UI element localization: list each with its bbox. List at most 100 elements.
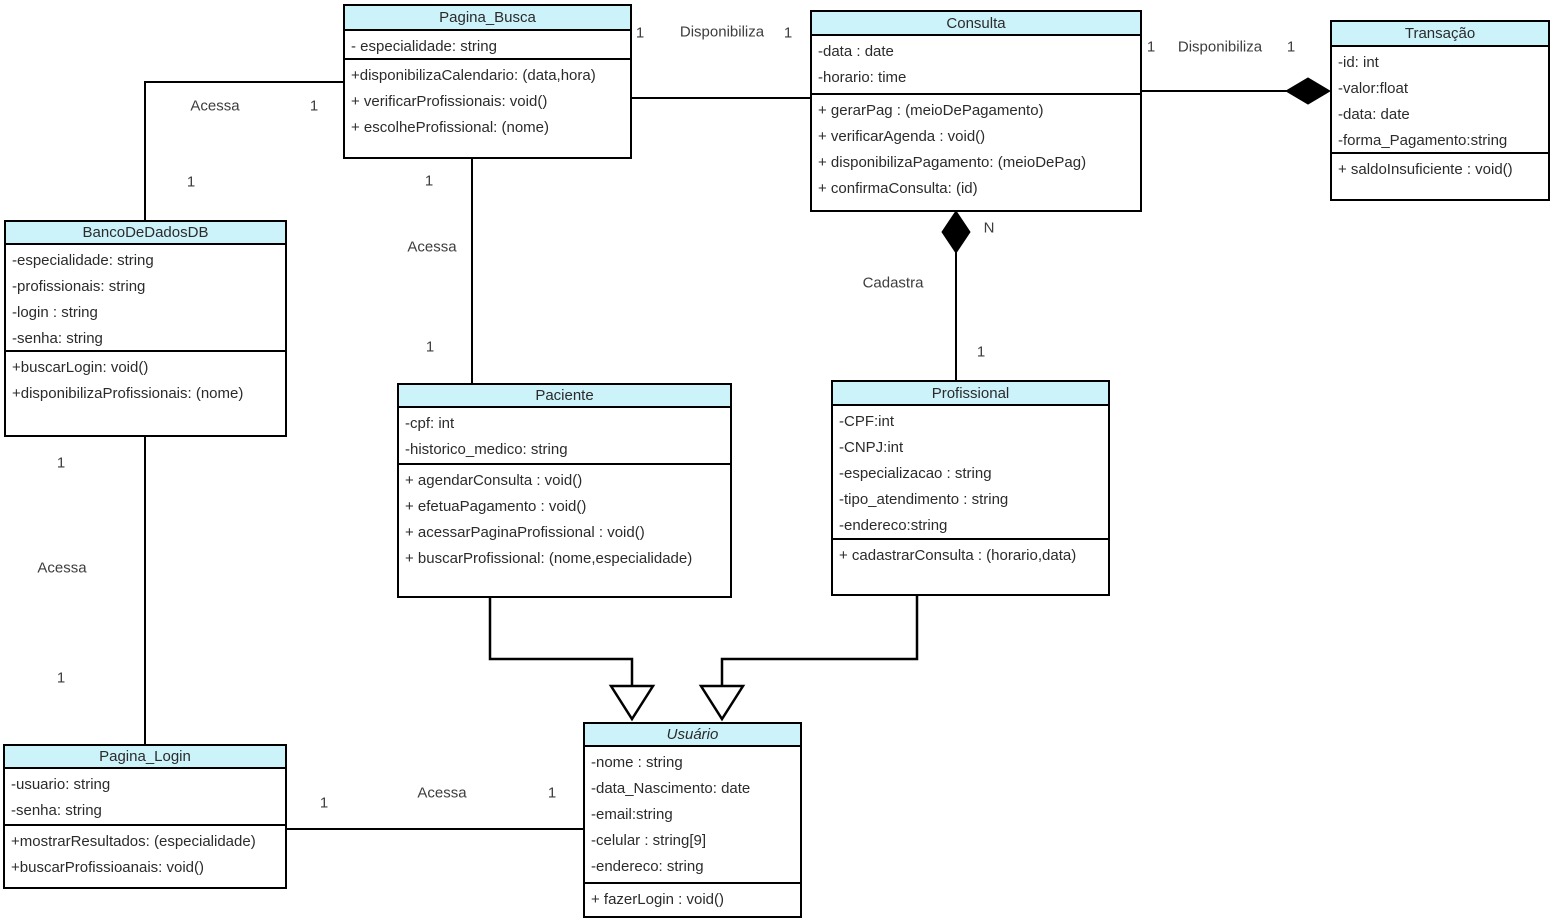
association-name-label: Acessa bbox=[190, 97, 240, 115]
attributes-compartment: -usuario: string -senha: string bbox=[5, 769, 285, 824]
class-consulta[interactable]: Consulta -data : date -horario: time + g… bbox=[810, 10, 1142, 212]
methods-compartment: +buscarLogin: void() +disponibilizaProfi… bbox=[6, 350, 285, 435]
class-attribute: -usuario: string bbox=[11, 775, 111, 793]
class-attribute: -especializacao : string bbox=[839, 464, 992, 482]
class-method: + buscarProfissional: (nome,especialidad… bbox=[405, 549, 693, 567]
class-pagina-busca[interactable]: Pagina_Busca - especialidade: string +di… bbox=[343, 4, 632, 159]
methods-compartment: + agendarConsulta : void() + efetuaPagam… bbox=[399, 463, 730, 596]
class-attribute: -CNPJ:int bbox=[839, 438, 904, 456]
attributes-compartment: -nome : string -data_Nascimento: date -e… bbox=[585, 747, 800, 882]
edge-busca-banco[interactable] bbox=[144, 81, 343, 221]
class-method: + cadastrarConsulta : (horario,data) bbox=[839, 546, 1077, 564]
multiplicity-label: 1 bbox=[635, 24, 645, 42]
class-method: + efetuaPagamento : void() bbox=[405, 497, 587, 515]
class-attribute: -cpf: int bbox=[405, 414, 455, 432]
class-method: + acessarPaginaProfissional : void() bbox=[405, 523, 645, 541]
multiplicity-label: 1 bbox=[186, 173, 196, 191]
association-name-label: Acessa bbox=[37, 559, 87, 577]
class-usuario[interactable]: Usuário -nome : string -data_Nascimento:… bbox=[583, 722, 802, 918]
class-attribute: -celular : string[9] bbox=[591, 831, 707, 849]
class-method: + agendarConsulta : void() bbox=[405, 471, 583, 489]
attributes-compartment: -CPF:int -CNPJ:int -especializacao : str… bbox=[833, 406, 1108, 538]
composition-diamond-icon bbox=[1285, 77, 1331, 105]
class-title: Profissional bbox=[833, 382, 1108, 406]
methods-compartment: +disponibilizaCalendario: (data,hora) + … bbox=[345, 58, 630, 157]
class-method: +mostrarResultados: (especialidade) bbox=[11, 832, 256, 850]
methods-compartment: + gerarPag : (meioDePagamento) + verific… bbox=[812, 93, 1140, 210]
class-method: +disponibilizaCalendario: (data,hora) bbox=[351, 66, 596, 84]
class-method: + disponibilizaPagamento: (meioDePag) bbox=[818, 153, 1087, 171]
methods-compartment: + fazerLogin : void() bbox=[585, 882, 800, 916]
class-method: + verificarProfissionais: void() bbox=[351, 92, 548, 110]
multiplicity-label: 1 bbox=[976, 343, 986, 361]
multiplicity-label: 1 bbox=[783, 24, 793, 42]
multiplicity-label: 1 bbox=[56, 454, 66, 472]
class-attribute: -data : date bbox=[818, 42, 894, 60]
class-attribute: -historico_medico: string bbox=[405, 440, 568, 458]
attributes-compartment: -especialidade: string -profissionais: s… bbox=[6, 245, 285, 350]
class-attribute: -email:string bbox=[591, 805, 673, 823]
methods-compartment: + saldoInsuficiente : void() bbox=[1332, 152, 1548, 199]
inheritance-triangle-icon bbox=[698, 684, 746, 722]
class-profissional[interactable]: Profissional -CPF:int -CNPJ:int -especia… bbox=[831, 380, 1110, 596]
association-name-label: Disponibiliza bbox=[1177, 38, 1263, 56]
class-attribute: -login : string bbox=[12, 303, 98, 321]
multiplicity-label: 1 bbox=[309, 97, 319, 115]
association-name-label: Cadastra bbox=[862, 274, 924, 292]
multiplicity-label: 1 bbox=[56, 669, 66, 687]
class-attribute: -id: int bbox=[1338, 53, 1379, 71]
class-title: Consulta bbox=[812, 12, 1140, 36]
class-attribute: -forma_Pagamento:string bbox=[1338, 131, 1508, 149]
class-title: Pagina_Busca bbox=[345, 6, 630, 31]
class-attribute: -data_Nascimento: date bbox=[591, 779, 751, 797]
class-attribute: -especialidade: string bbox=[12, 251, 154, 269]
class-title: Paciente bbox=[399, 385, 730, 408]
multiplicity-label: N bbox=[983, 219, 995, 237]
class-attribute: -endereco: string bbox=[591, 857, 704, 875]
class-title: Pagina_Login bbox=[5, 746, 285, 769]
class-method: + escolheProfissional: (nome) bbox=[351, 118, 550, 136]
multiplicity-label: 1 bbox=[547, 784, 557, 802]
multiplicity-label: 1 bbox=[319, 794, 329, 812]
association-name-label: Acessa bbox=[407, 238, 457, 256]
class-attribute: -tipo_atendimento : string bbox=[839, 490, 1009, 508]
class-attribute: -CPF:int bbox=[839, 412, 895, 430]
class-title: Transação bbox=[1332, 22, 1548, 47]
class-paciente[interactable]: Paciente -cpf: int -historico_medico: st… bbox=[397, 383, 732, 598]
association-name-label: Disponibiliza bbox=[679, 23, 765, 41]
multiplicity-label: 1 bbox=[1146, 38, 1156, 56]
multiplicity-label: 1 bbox=[425, 338, 435, 356]
class-method: +disponibilizaProfissionais: (nome) bbox=[12, 384, 244, 402]
class-attribute: - especialidade: string bbox=[351, 37, 497, 55]
class-attribute: -endereco:string bbox=[839, 516, 948, 534]
methods-compartment: +mostrarResultados: (especialidade) +bus… bbox=[5, 824, 285, 887]
attributes-compartment: - especialidade: string bbox=[345, 31, 630, 58]
edge-paciente-usuario-generalization[interactable] bbox=[488, 597, 634, 685]
class-method: + saldoInsuficiente : void() bbox=[1338, 160, 1513, 178]
class-banco-de-dados-db[interactable]: BancoDeDadosDB -especialidade: string -p… bbox=[4, 220, 287, 437]
class-attribute: -valor:float bbox=[1338, 79, 1409, 97]
methods-compartment: + cadastrarConsulta : (horario,data) bbox=[833, 538, 1108, 594]
class-title: Usuário bbox=[585, 724, 800, 747]
class-method: + verificarAgenda : void() bbox=[818, 127, 986, 145]
class-attribute: -data: date bbox=[1338, 105, 1410, 123]
class-method: + fazerLogin : void() bbox=[591, 890, 724, 908]
class-method: + confirmaConsulta: (id) bbox=[818, 179, 978, 197]
composition-diamond-icon bbox=[941, 210, 971, 254]
class-method: +buscarLogin: void() bbox=[12, 358, 149, 376]
class-method: +buscarProfissioanais: void() bbox=[11, 858, 205, 876]
multiplicity-label: 1 bbox=[424, 172, 434, 190]
edge-profissional-usuario-generalization[interactable] bbox=[720, 596, 919, 685]
attributes-compartment: -cpf: int -historico_medico: string bbox=[399, 408, 730, 463]
class-attribute: -senha: string bbox=[12, 329, 103, 347]
class-attribute: -nome : string bbox=[591, 753, 683, 771]
association-name-label: Acessa bbox=[417, 784, 467, 802]
class-title: BancoDeDadosDB bbox=[6, 222, 285, 245]
class-attribute: -horario: time bbox=[818, 68, 907, 86]
inheritance-triangle-icon bbox=[608, 684, 656, 722]
class-transacao[interactable]: Transação -id: int -valor:float -data: d… bbox=[1330, 20, 1550, 201]
class-pagina-login[interactable]: Pagina_Login -usuario: string -senha: st… bbox=[3, 744, 287, 889]
class-method: + gerarPag : (meioDePagamento) bbox=[818, 101, 1044, 119]
